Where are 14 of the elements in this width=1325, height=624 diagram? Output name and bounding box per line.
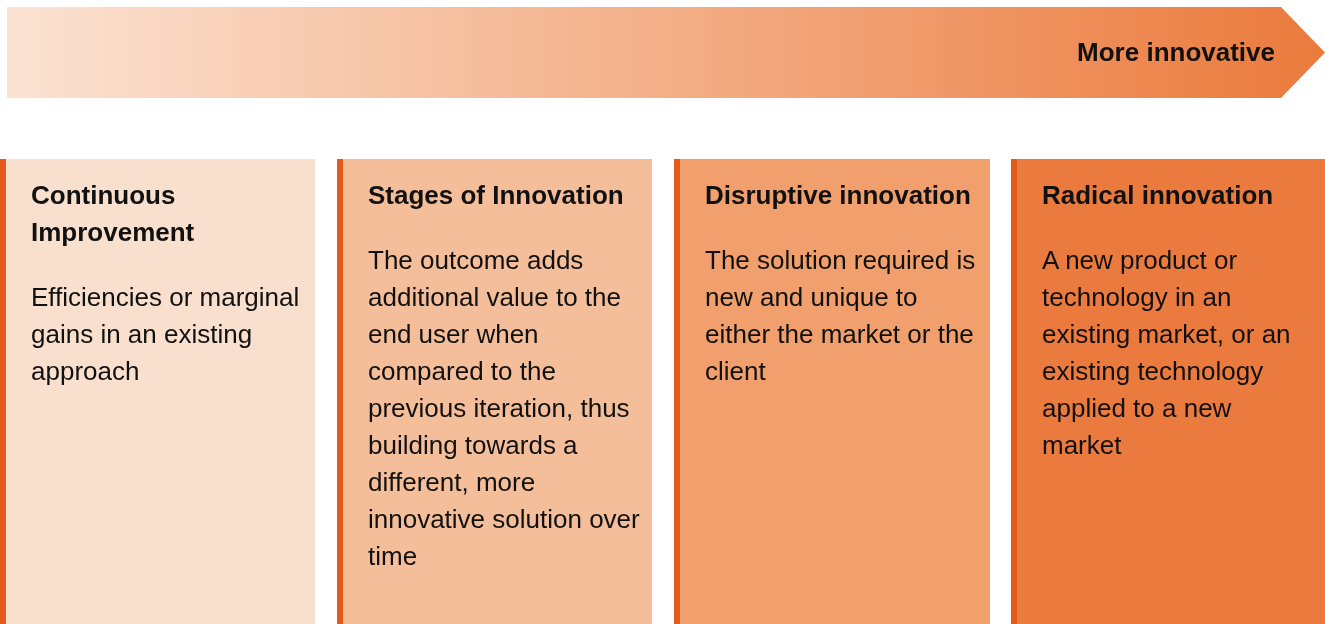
category-card <box>0 159 315 624</box>
card-heading: Disruptive innovation <box>705 179 972 212</box>
card-description: Efficiencies or marginal gains in an existing approach <box>31 281 301 388</box>
card-description: The outcome adds additional value to the end user when compared to the previous iteration, thus building towards a different, more innovative solution over time <box>368 244 641 573</box>
card-heading: Stages of Innovation <box>368 179 625 212</box>
band-label: More innovative <box>1077 36 1275 68</box>
card-heading: Radical innovation <box>1042 179 1275 212</box>
card-description: The solution required is new and unique to either the market or the client <box>705 244 977 388</box>
category-card <box>337 159 652 624</box>
gradient-arrow-band <box>7 7 1325 98</box>
card-heading: Continuous Improvement <box>31 179 196 249</box>
category-card <box>674 159 990 624</box>
card-description: A new product or technology in an existing market, or an existing technology applied to a new market <box>1042 244 1292 462</box>
category-card <box>1011 159 1325 624</box>
